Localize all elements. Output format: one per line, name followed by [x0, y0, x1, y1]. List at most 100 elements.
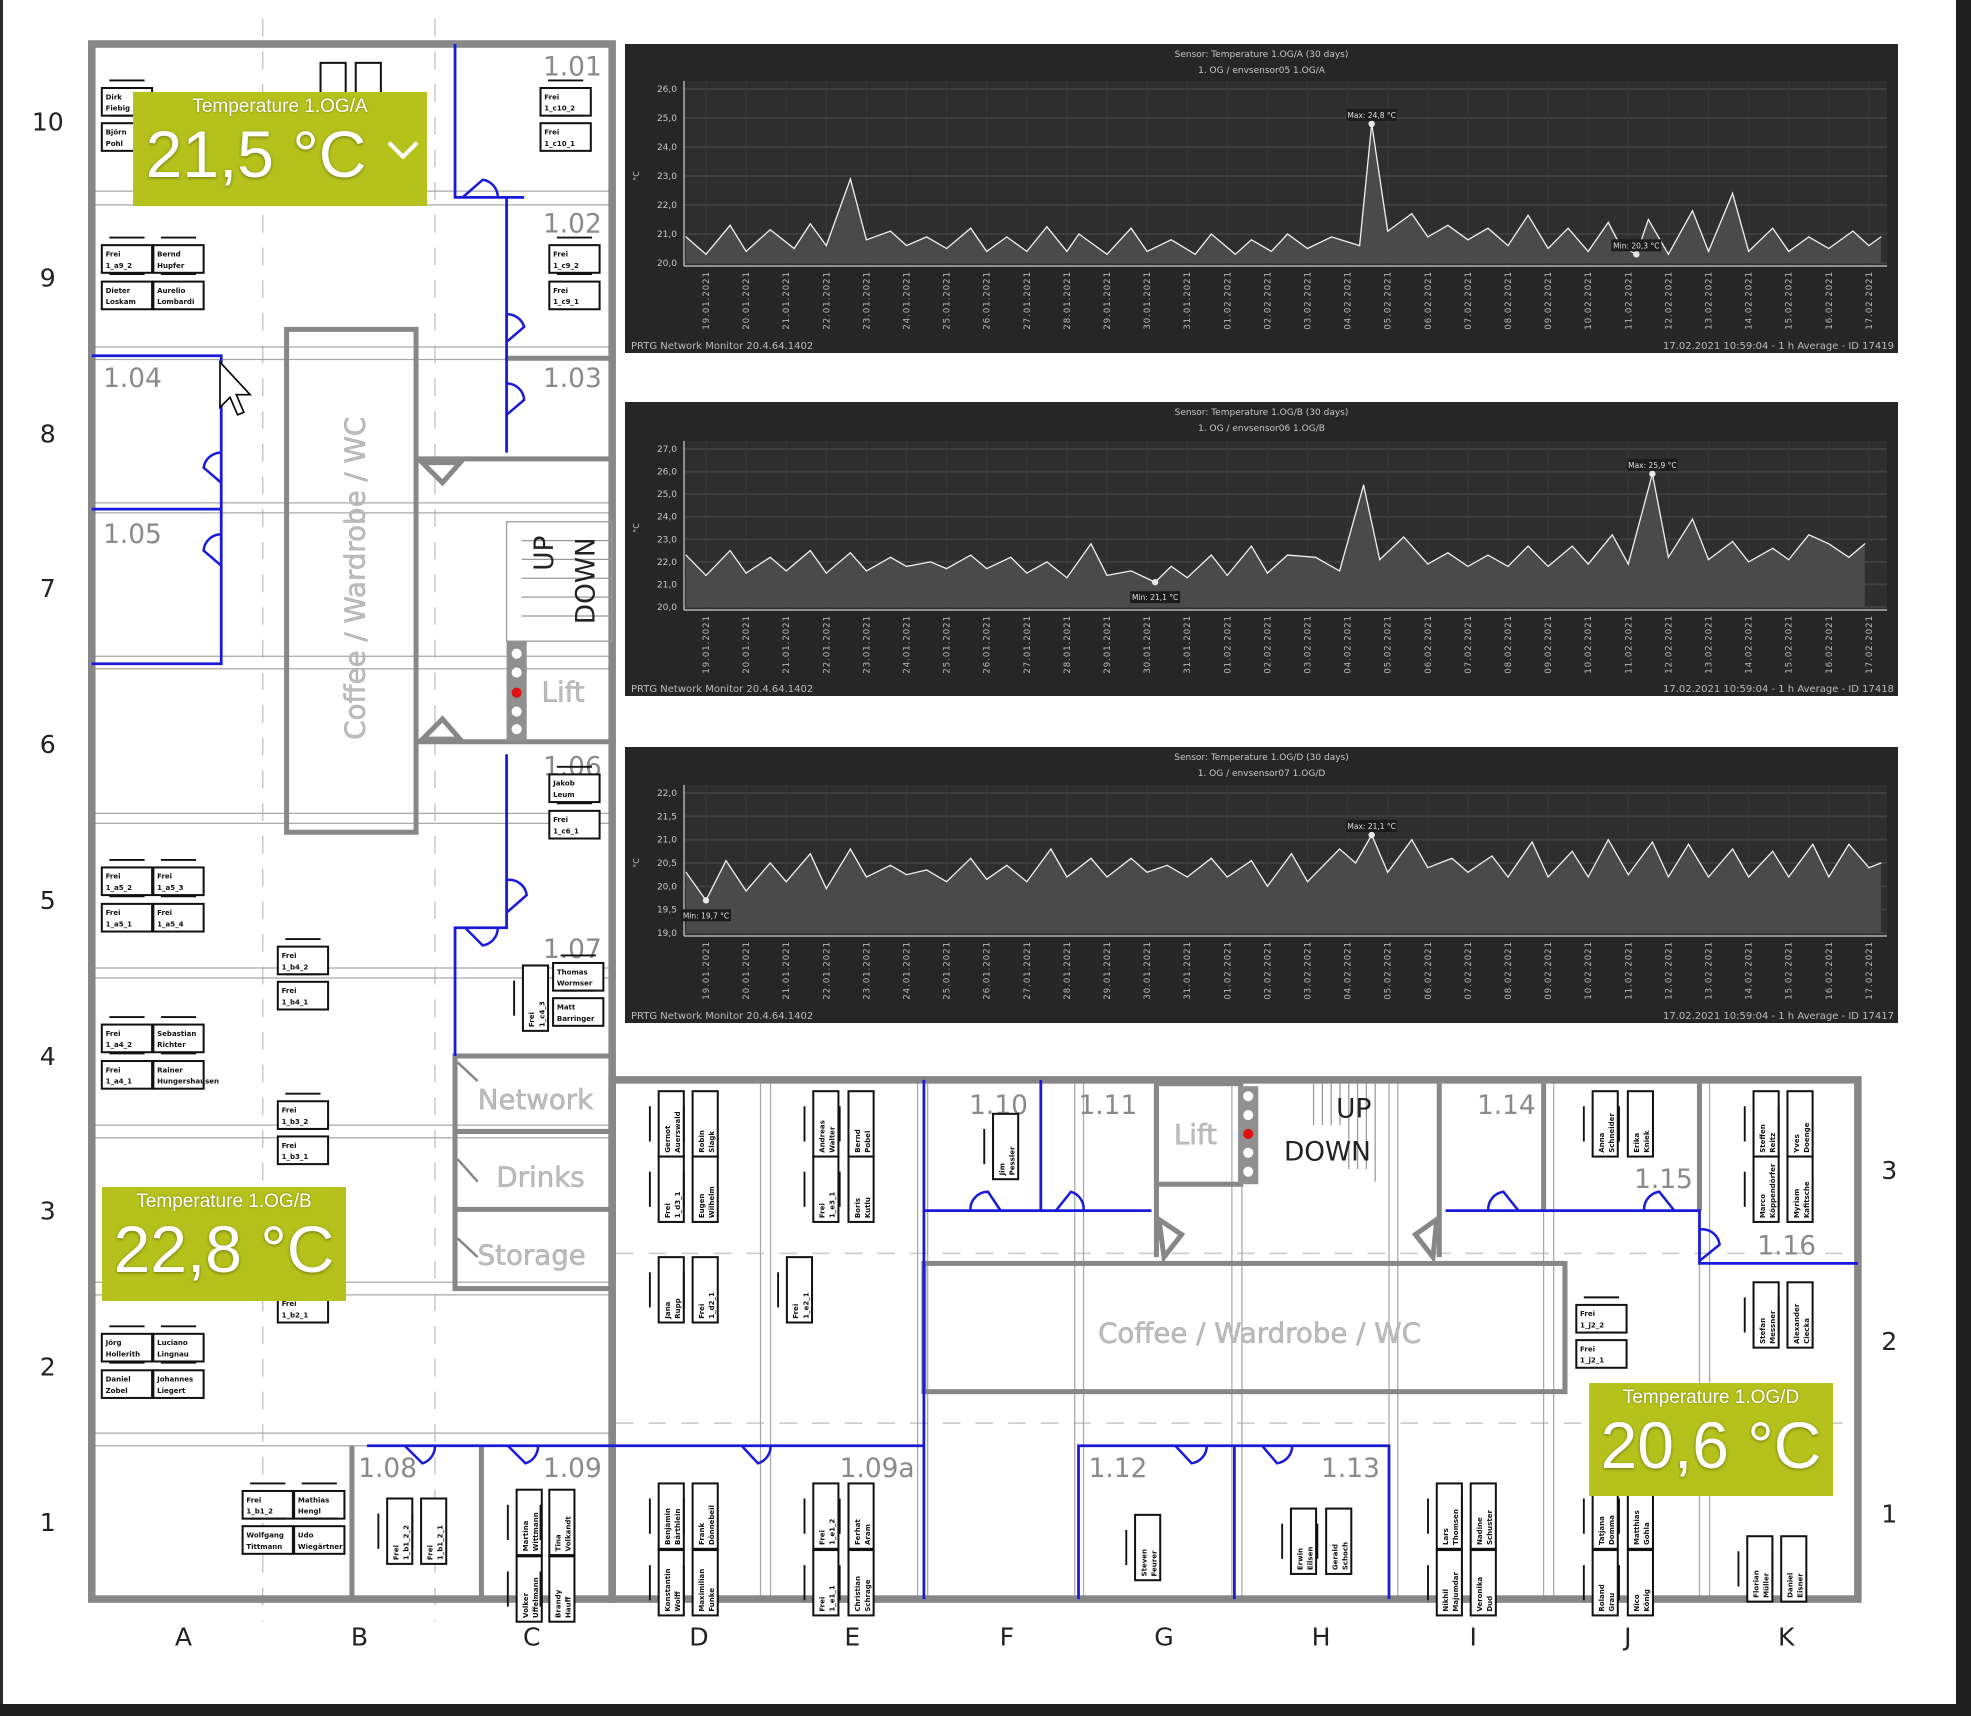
data-point	[1467, 871, 1469, 873]
data-point	[1250, 545, 1252, 547]
chevron-down-icon[interactable]	[387, 128, 419, 160]
desk-occupant: Daniel	[106, 1375, 131, 1384]
data-point	[1772, 227, 1774, 229]
desk-outline	[152, 1369, 205, 1399]
desk-occupant: Frei	[818, 1530, 827, 1545]
chart-svg: Sensor: Temperature 1.OG/B (30 days)1. O…	[631, 408, 1894, 695]
chart-temperature-1og-d[interactable]: Sensor: Temperature 1.OG/D (30 days)1. O…	[625, 747, 1898, 1023]
temperature-tile-b[interactable]: Temperature 1.OG/B 22,8 °C	[102, 1187, 346, 1301]
desk-occupant: Wittmann	[531, 1512, 540, 1551]
temperature-tile-a[interactable]: Temperature 1.OG/A 21,5 °C	[133, 92, 427, 206]
temperature-tile-d[interactable]: Temperature 1.OG/D 20,6 °C	[1589, 1383, 1833, 1496]
chart-temperature-1og-a[interactable]: Sensor: Temperature 1.OG/A (30 days)1. O…	[625, 44, 1898, 353]
data-point	[925, 236, 928, 238]
x-tick-label: 28.01.2021	[1063, 941, 1073, 1000]
column-guides	[261, 18, 1858, 1622]
chart-temperature-1og-b[interactable]: Sensor: Temperature 1.OG/B (30 days)1. O…	[625, 402, 1898, 696]
column-label: E	[844, 1623, 860, 1652]
desk-occupant: 1_d2_1	[707, 1292, 716, 1319]
